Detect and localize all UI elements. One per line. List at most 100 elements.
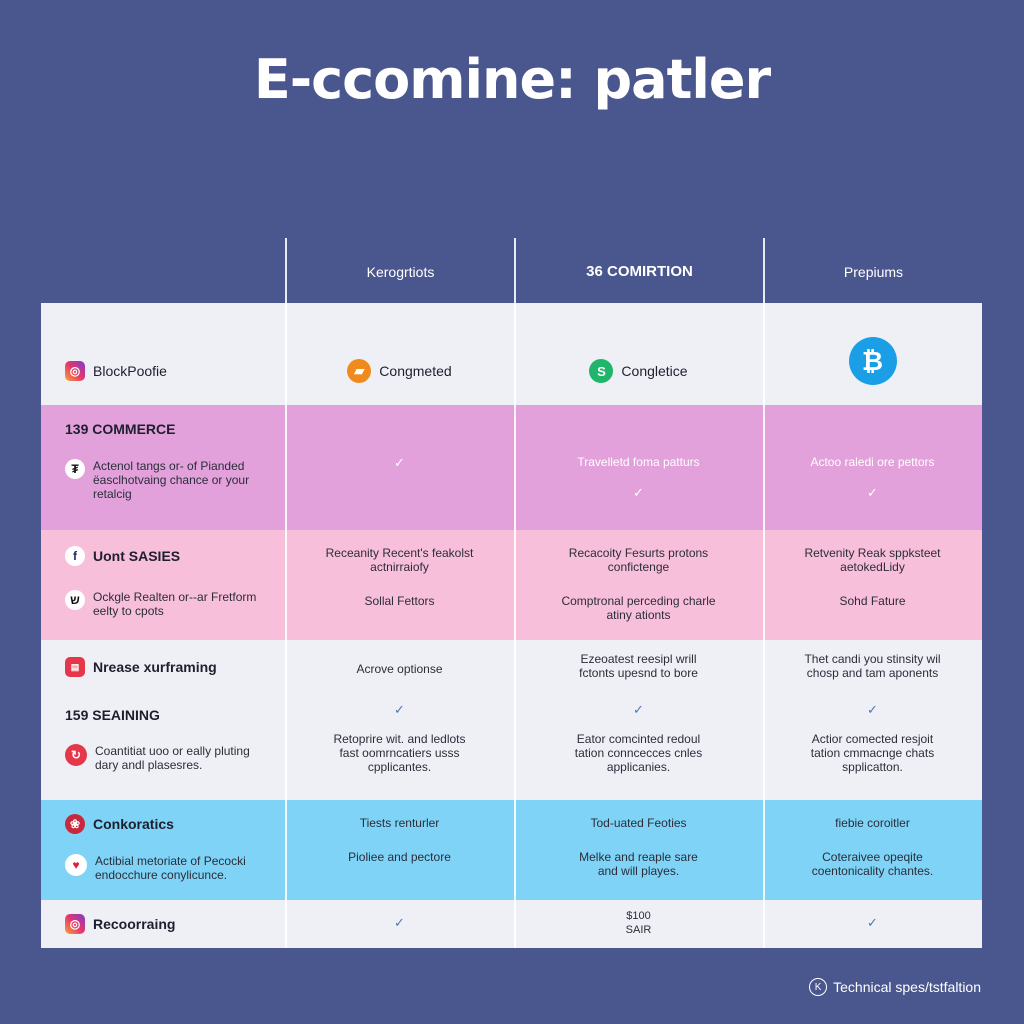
cell-text: Travelletd foma patturs: [577, 455, 700, 469]
cell-text: Eator comcinted redoul tation conncecces…: [574, 732, 703, 774]
table-cell[interactable]: Retvenity Reak sppksteet aetokedLidy Soh…: [763, 530, 982, 640]
cell-text: Melke and reaple sare and will playes.: [579, 850, 698, 878]
table-row-framing: ▤ Nrease xurframing 159 SEAINING ↻ Coant…: [41, 640, 982, 800]
cell-divider: [763, 900, 765, 948]
column-header-label: 36 COMIRTION: [586, 263, 693, 280]
row-description: Ockgle Realten or--ar Fretform eelty to …: [93, 590, 257, 618]
refresh-icon: ↻: [65, 744, 87, 766]
row-header: ◎ BlockPoofie: [41, 303, 285, 405]
status-label: Congmeted: [379, 363, 452, 379]
cell-divider: [514, 405, 516, 530]
cell-text: Actoo raledi ore pettors: [810, 455, 935, 469]
cell-text: Ezeoatest reesipl wrill fctonts upesnd t…: [579, 652, 698, 680]
row-label: Conkoratics: [93, 816, 174, 832]
row-description: Coantitiat uoo or eally pluting dary and…: [95, 744, 250, 772]
cell-divider: [285, 800, 287, 900]
column-header-3[interactable]: Prepiums: [765, 240, 982, 303]
table-cell[interactable]: fiebie coroitler Coteraivee opeqite coen…: [763, 800, 982, 900]
cell-divider: [285, 900, 287, 948]
section-title: 159 SEAINING: [65, 707, 160, 723]
table-row-analytics: ❀ Conkoratics ♥ Actibial metoriate of Pe…: [41, 800, 982, 900]
table-cell[interactable]: ✓: [763, 900, 982, 948]
bitcoin-icon: ₿: [848, 337, 897, 385]
instagram-icon: ◎: [65, 361, 85, 381]
cell-text: Retoprire wit. and ledlots fast oomrncat…: [333, 732, 466, 774]
check-icon: ✓: [867, 915, 878, 930]
cell-text: Retvenity Reak sppksteet aetokedLidy: [804, 546, 941, 574]
table-cell[interactable]: Tiests renturler Pioliee and pectore: [285, 800, 514, 900]
table-cell[interactable]: ₿: [763, 303, 982, 405]
comparison-table: ◎ BlockPoofie ▰ Congmeted S Congletice ₿…: [41, 303, 982, 948]
column-header-1[interactable]: Kerogrtiots: [287, 240, 514, 303]
tiktok-icon: ₮: [65, 459, 85, 479]
column-divider: [514, 238, 516, 304]
cell-text: Tod-uated Feoties: [590, 816, 687, 830]
check-icon: ✓: [633, 702, 644, 717]
cell-text: Actior comected resjoit tation cmmacnge …: [810, 732, 935, 774]
column-divider: [763, 238, 765, 304]
cell-divider: [285, 640, 287, 800]
page-title: E-ccomine: patler: [253, 48, 771, 111]
cell-divider: [514, 640, 516, 800]
brand-icon: ש: [65, 590, 85, 610]
cell-text: Thet candi you stinsity wil chosp and ta…: [804, 652, 941, 680]
dollar-icon: S: [589, 359, 614, 383]
check-icon: ✓: [394, 702, 405, 717]
table-cell[interactable]: ✓: [285, 405, 514, 530]
row-description: Actibial metoriate of Pecocki endocchure…: [95, 854, 246, 882]
check-icon: ✓: [394, 455, 405, 470]
row-description: Actenol tangs or- of Pianded ëasclhotvai…: [93, 459, 250, 501]
row-header: ▤ Nrease xurframing 159 SEAINING ↻ Coant…: [41, 640, 285, 800]
column-divider: [285, 238, 287, 304]
section-title: 139 COMMERCE: [65, 421, 176, 437]
table-cell[interactable]: Receanity Recent's feakolst actnirraiofy…: [285, 530, 514, 640]
cell-text: Recacoity Fesurts protons confictenge: [568, 546, 709, 574]
cell-divider: [763, 530, 765, 640]
footer-label: Technical spes/tstfaltion: [833, 979, 981, 995]
cell-divider: [285, 530, 287, 640]
table-cell[interactable]: Thet candi you stinsity wil chosp and ta…: [763, 640, 982, 800]
cell-text: Sollal Fettors: [364, 594, 435, 608]
table-row-profile: ◎ BlockPoofie ▰ Congmeted S Congletice ₿: [41, 303, 982, 405]
table-cell[interactable]: S Congletice: [514, 303, 763, 405]
brain-icon: ❀: [65, 814, 85, 834]
table-cell[interactable]: Recacoity Fesurts protons confictenge Co…: [514, 530, 763, 640]
table-cell[interactable]: Tod-uated Feoties Melke and reaple sare …: [514, 800, 763, 900]
table-row-sales: f Uont SASIES ש Ockgle Realten or--ar Fr…: [41, 530, 982, 640]
table-cell[interactable]: $100 SAIR: [514, 900, 763, 948]
cell-divider: [285, 405, 287, 530]
check-icon: ✓: [633, 485, 644, 500]
table-cell[interactable]: Acrove optionse ✓ Retoprire wit. and led…: [285, 640, 514, 800]
cell-text: Acrove optionse: [356, 662, 443, 676]
row-label: Recoorraing: [93, 916, 176, 932]
row-header: ❀ Conkoratics ♥ Actibial metoriate of Pe…: [41, 800, 285, 900]
table-cell[interactable]: Travelletd foma patturs ✓: [514, 405, 763, 530]
cell-text: Pioliee and pectore: [348, 850, 451, 864]
facebook-icon: f: [65, 546, 85, 566]
k-circle-icon: K: [809, 978, 828, 996]
table-cell[interactable]: Ezeoatest reesipl wrill fctonts upesnd t…: [514, 640, 763, 800]
column-header-2[interactable]: 36 COMIRTION: [516, 240, 763, 303]
technical-specs-link[interactable]: K Technical spes/tstfaltion: [809, 978, 981, 996]
check-icon: ✓: [867, 702, 878, 717]
row-label: BlockPoofie: [93, 363, 167, 379]
table-row-recording: ◎ Recoorraing ✓ $100 SAIR ✓: [41, 900, 982, 948]
cell-divider: [763, 800, 765, 900]
table-cell[interactable]: ✓: [285, 900, 514, 948]
price-sub: SAIR: [625, 924, 652, 936]
chat-bubble-icon: ▰: [347, 359, 372, 383]
column-header-label: Prepiums: [843, 263, 904, 280]
row-label: Nrease xurframing: [93, 659, 217, 675]
heart-icon: ♥: [65, 854, 87, 876]
check-icon: ✓: [867, 485, 878, 500]
cell-divider: [763, 405, 765, 530]
status-label: Congletice: [621, 363, 688, 379]
cell-divider: [514, 800, 516, 900]
table-cell[interactable]: ▰ Congmeted: [285, 303, 514, 405]
row-header: ◎ Recoorraing: [41, 900, 285, 948]
cell-divider: [514, 303, 516, 405]
price-value: $100: [626, 910, 651, 922]
row-label: Uont SASIES: [93, 548, 181, 564]
table-cell[interactable]: Actoo raledi ore pettors ✓: [763, 405, 982, 530]
table-row-commerce: 139 COMMERCE ₮ Actenol tangs or- of Pian…: [41, 405, 982, 530]
